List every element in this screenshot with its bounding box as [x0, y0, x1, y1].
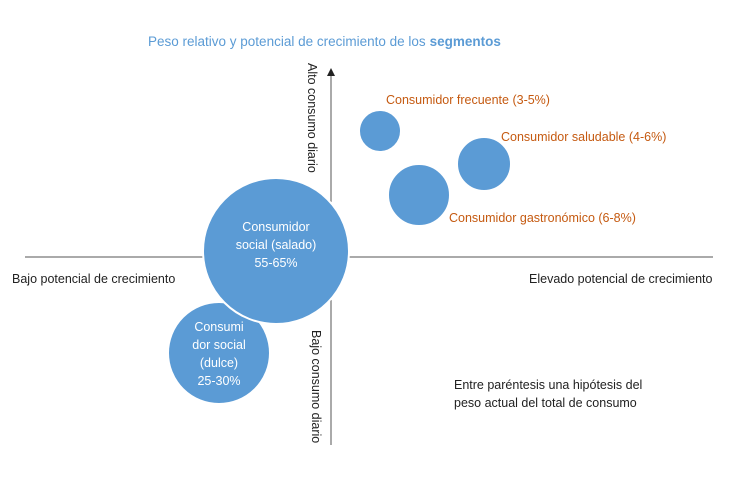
x-axis-right-label: Elevado potencial de crecimiento: [529, 272, 713, 286]
segment-label-saludable: Consumidor saludable (4-6%): [501, 130, 667, 144]
segment-label-gastronomico: Consumidor gastronómico (6-8%): [449, 211, 636, 225]
bubble-label-line: Consumidor: [242, 220, 310, 234]
x-axis-left-label: Bajo potencial de crecimiento: [12, 272, 176, 286]
bubble-frecuente: [358, 109, 402, 153]
bubble-gastronomico: [387, 163, 451, 227]
footnote-line: Entre paréntesis una hipótesis del: [454, 378, 643, 392]
bubble-social-dulce: [167, 301, 271, 405]
chart-title-text: Peso relativo y potencial de crecimiento…: [148, 34, 426, 49]
footnote-line: peso actual del total de consumo: [454, 396, 637, 410]
footnote: Entre paréntesis una hipótesis del peso …: [454, 376, 684, 412]
chart-title-emphasis: segmentos: [429, 34, 501, 49]
bubble-label-line: (dulce): [199, 356, 239, 370]
y-axis-bottom-label: Bajo consumo diario: [309, 330, 323, 444]
bubble-label-social-dulce: Consumi dor social (dulce) 25-30%: [179, 318, 259, 390]
segment-label-frecuente: Consumidor frecuente (3-5%): [386, 93, 550, 107]
y-axis-top-label: Alto consumo diario: [305, 63, 319, 173]
bubble-label-social-salado: Consumidor social (salado) 55-65%: [221, 218, 331, 272]
bubble-saludable: [456, 136, 512, 192]
bubble-label-line: 55-65%: [254, 256, 298, 270]
chart-title: Peso relativo y potencial de crecimiento…: [148, 34, 501, 49]
bubble-social-salado: [202, 177, 350, 325]
bubble-label-line: 25-30%: [197, 374, 241, 388]
bubble-label-line: dor social: [192, 338, 246, 352]
bubble-label-line: Consumi: [194, 320, 244, 334]
bubble-label-line: social (salado): [235, 238, 317, 252]
